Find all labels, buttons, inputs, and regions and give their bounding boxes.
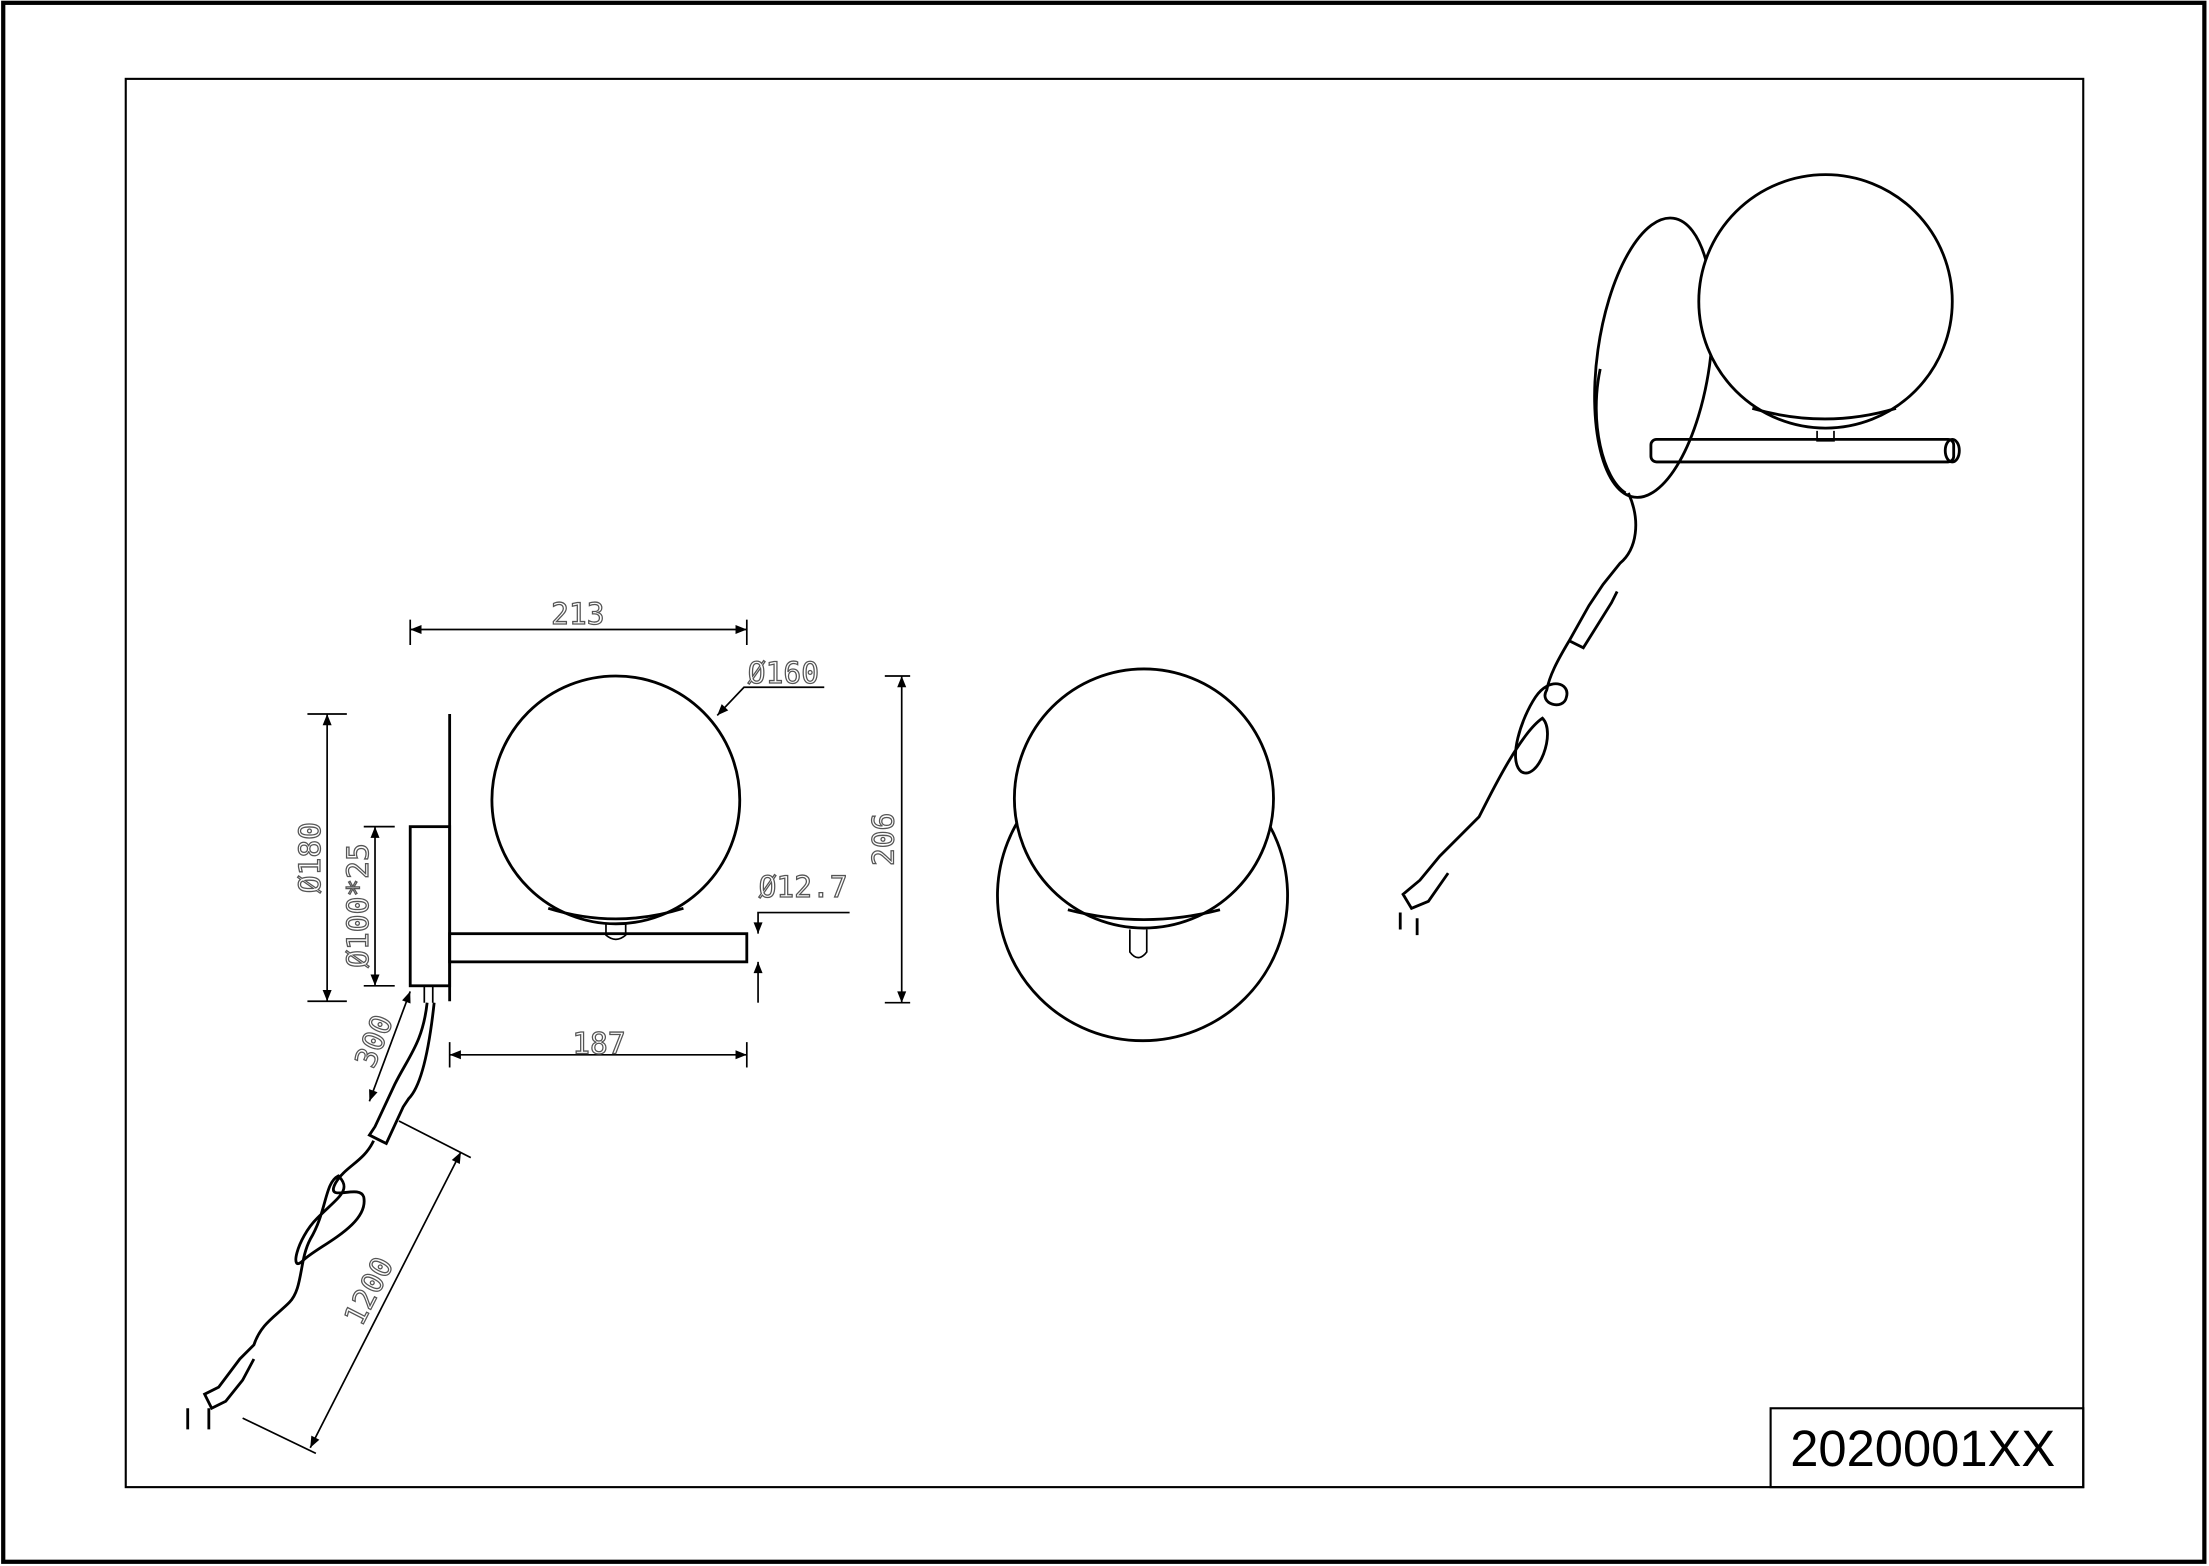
dimension-12-7: Ø12.7 — [753, 869, 850, 1003]
dim-width-total: 213 — [551, 597, 604, 631]
dimension-1200: 1200 — [242, 1120, 472, 1455]
product-code: 2020001XX — [1790, 1420, 2055, 1477]
dim-box-size: Ø100*25 — [341, 843, 375, 968]
dimension-206: 206 — [866, 675, 911, 1004]
dimension-100x25: Ø100*25 — [340, 825, 395, 987]
dim-globe-diameter: Ø160 — [748, 656, 819, 690]
dimension-213: 213 — [409, 596, 748, 645]
dim-cable-to-switch: 300 — [348, 1010, 400, 1072]
side-view — [186, 674, 749, 1430]
dimension-187: 187 — [448, 1026, 748, 1068]
front-view — [996, 667, 1289, 1043]
dimension-160: Ø160 — [716, 655, 825, 716]
title-block: 2020001XX — [1769, 1407, 2085, 1489]
drawing-frame — [124, 77, 2085, 1489]
perspective-view — [1398, 173, 1961, 936]
dim-height-total: 206 — [866, 813, 900, 866]
dimension-300: 300 — [348, 991, 412, 1102]
dim-arm-diameter: Ø12.7 — [759, 870, 848, 904]
dim-arm-length: 187 — [572, 1026, 625, 1060]
dimension-180: Ø180 — [292, 713, 347, 1003]
dim-backplate-diameter: Ø180 — [293, 822, 327, 893]
